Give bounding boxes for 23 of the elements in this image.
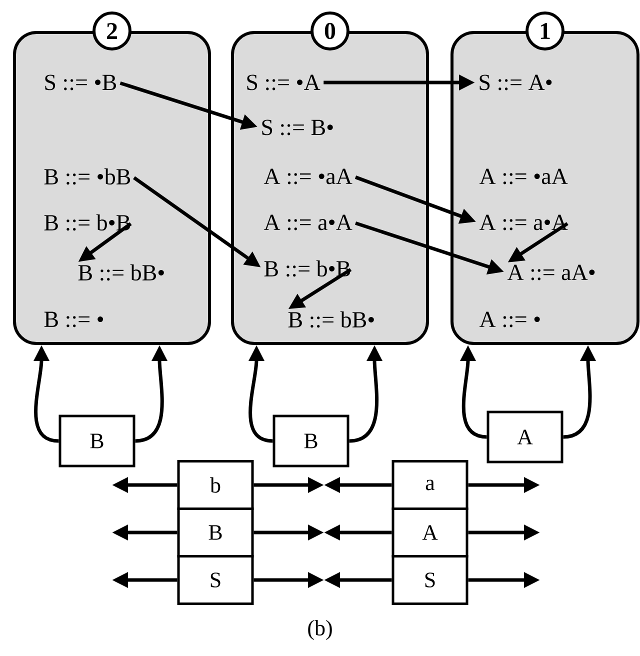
item-text: A ::= •: [479, 312, 540, 328]
item-text: B ::= •: [44, 312, 104, 328]
item-text: A ::= aA•: [507, 264, 595, 280]
stack-cell: b: [177, 460, 254, 510]
stack-cell: B: [177, 508, 254, 558]
stack-cell: A: [392, 508, 468, 558]
item-text: A ::= a•A: [264, 214, 352, 230]
item-text: A ::= •aA: [479, 168, 568, 184]
symbol-box: B: [272, 414, 350, 468]
item-text: A ::= •aA: [264, 168, 352, 184]
stack-cell: S: [392, 555, 468, 605]
symbol-box: B: [58, 414, 136, 468]
stack-cell: a: [392, 460, 468, 510]
item-text: B ::= •bB: [44, 168, 130, 185]
stack-cell: S: [177, 555, 254, 605]
item-text: S ::= •A: [247, 74, 320, 90]
item-text: B ::= bB•: [288, 311, 374, 328]
item-text: S ::= B•: [262, 120, 333, 136]
item-text: S ::= •B: [45, 74, 116, 90]
symbol-box: A: [486, 410, 564, 464]
item-text: B ::= bB•: [78, 264, 164, 281]
item-text: S ::= A•: [480, 74, 552, 90]
caption: (b): [308, 620, 332, 640]
